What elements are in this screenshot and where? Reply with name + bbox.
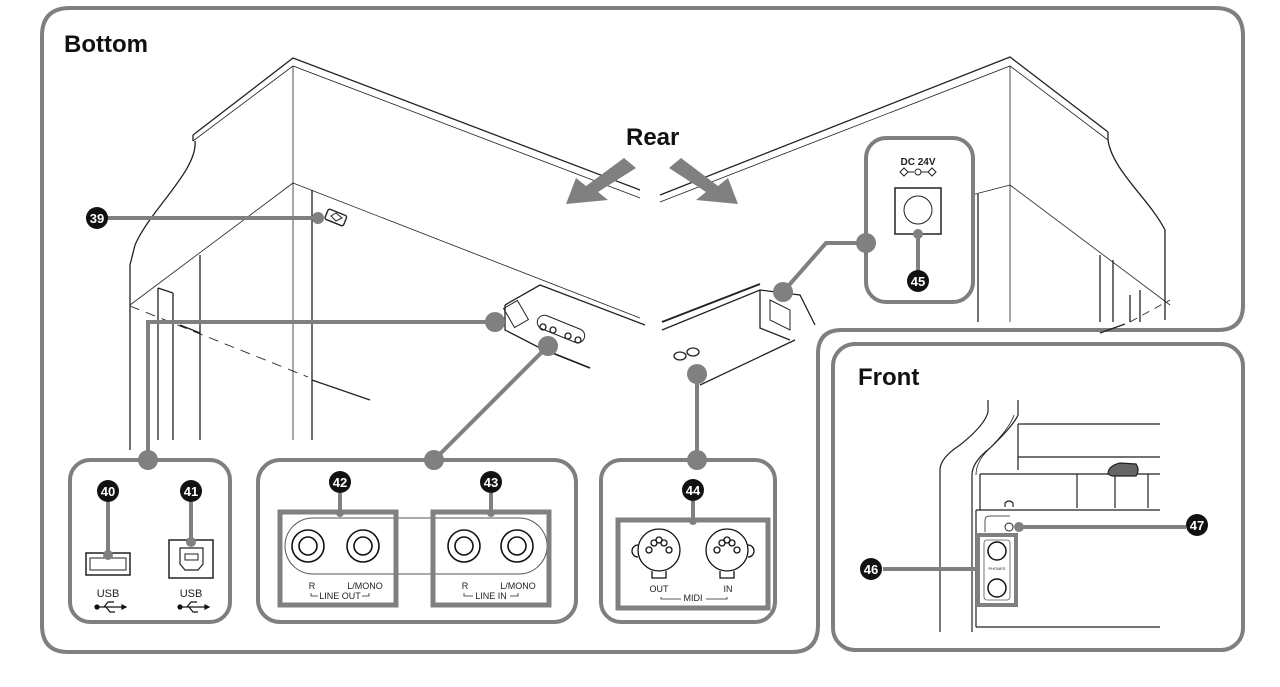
svg-text:41: 41 <box>184 484 198 499</box>
dc-panel <box>864 136 975 304</box>
midi-terminals: 44 OUT IN MIDI <box>615 479 771 611</box>
svg-text:OUT: OUT <box>650 584 670 594</box>
svg-text:46: 46 <box>864 562 878 577</box>
rear-arrow-left-icon <box>566 158 636 204</box>
usb-port: 41 USB <box>168 480 214 613</box>
svg-text:USB: USB <box>97 588 120 600</box>
usb-panel <box>68 458 232 624</box>
callout-dot <box>485 312 505 332</box>
svg-text:42: 42 <box>333 475 347 490</box>
bottom-panel-frame <box>40 6 1245 654</box>
pedal-connector-icon <box>324 208 348 227</box>
bottom-title: Bottom <box>64 31 148 58</box>
line-jacks-panel <box>256 458 578 624</box>
svg-text:R: R <box>309 581 316 591</box>
svg-text:LINE OUT: LINE OUT <box>319 591 361 601</box>
svg-text:R: R <box>462 581 469 591</box>
svg-text:45: 45 <box>911 274 925 289</box>
svg-text:44: 44 <box>686 483 701 498</box>
rear-label: Rear <box>626 124 679 151</box>
svg-text:USB: USB <box>180 588 203 600</box>
svg-text:LINE IN: LINE IN <box>475 591 507 601</box>
power-lamp: 47 <box>1004 514 1208 536</box>
callout-39: 39 <box>86 207 324 229</box>
callout-line-leader <box>432 344 550 462</box>
svg-text:IN: IN <box>724 584 733 594</box>
line-in-jacks: 43 R L/MONO LINE IN <box>430 471 552 608</box>
svg-text:47: 47 <box>1190 518 1204 533</box>
svg-text:DC 24V: DC 24V <box>900 157 935 168</box>
badge-39: 39 <box>90 211 104 226</box>
usb-symbol-icon <box>177 601 211 613</box>
midi-in-connector-icon <box>705 528 755 579</box>
svg-text:L/MONO: L/MONO <box>500 581 536 591</box>
front-panel-frame <box>831 342 1245 652</box>
midi-out-connector-icon <box>631 528 681 579</box>
piano-front-outline <box>939 400 1160 632</box>
dc-24v-terminal: DC 24V 45 <box>894 157 942 292</box>
polarity-icon <box>899 167 937 177</box>
line-out-jacks: 42 R L/MONO LINE OUT <box>277 471 399 608</box>
svg-text:PHONES: PHONES <box>989 566 1006 571</box>
svg-text:L/MONO: L/MONO <box>347 581 383 591</box>
usb-symbol-icon <box>94 601 128 613</box>
front-title: Front <box>858 364 919 391</box>
svg-text:40: 40 <box>101 484 115 499</box>
svg-text:43: 43 <box>484 475 498 490</box>
rear-arrow-right-icon <box>669 158 738 204</box>
phones-jacks: PHONES 46 <box>860 533 1018 607</box>
piano-left-outline <box>129 57 646 450</box>
usb-flash-port: 40 USB <box>85 480 131 613</box>
callout-usb-leader <box>146 320 495 460</box>
callout-dc-leader <box>781 241 866 294</box>
svg-text:MIDI: MIDI <box>684 593 703 603</box>
